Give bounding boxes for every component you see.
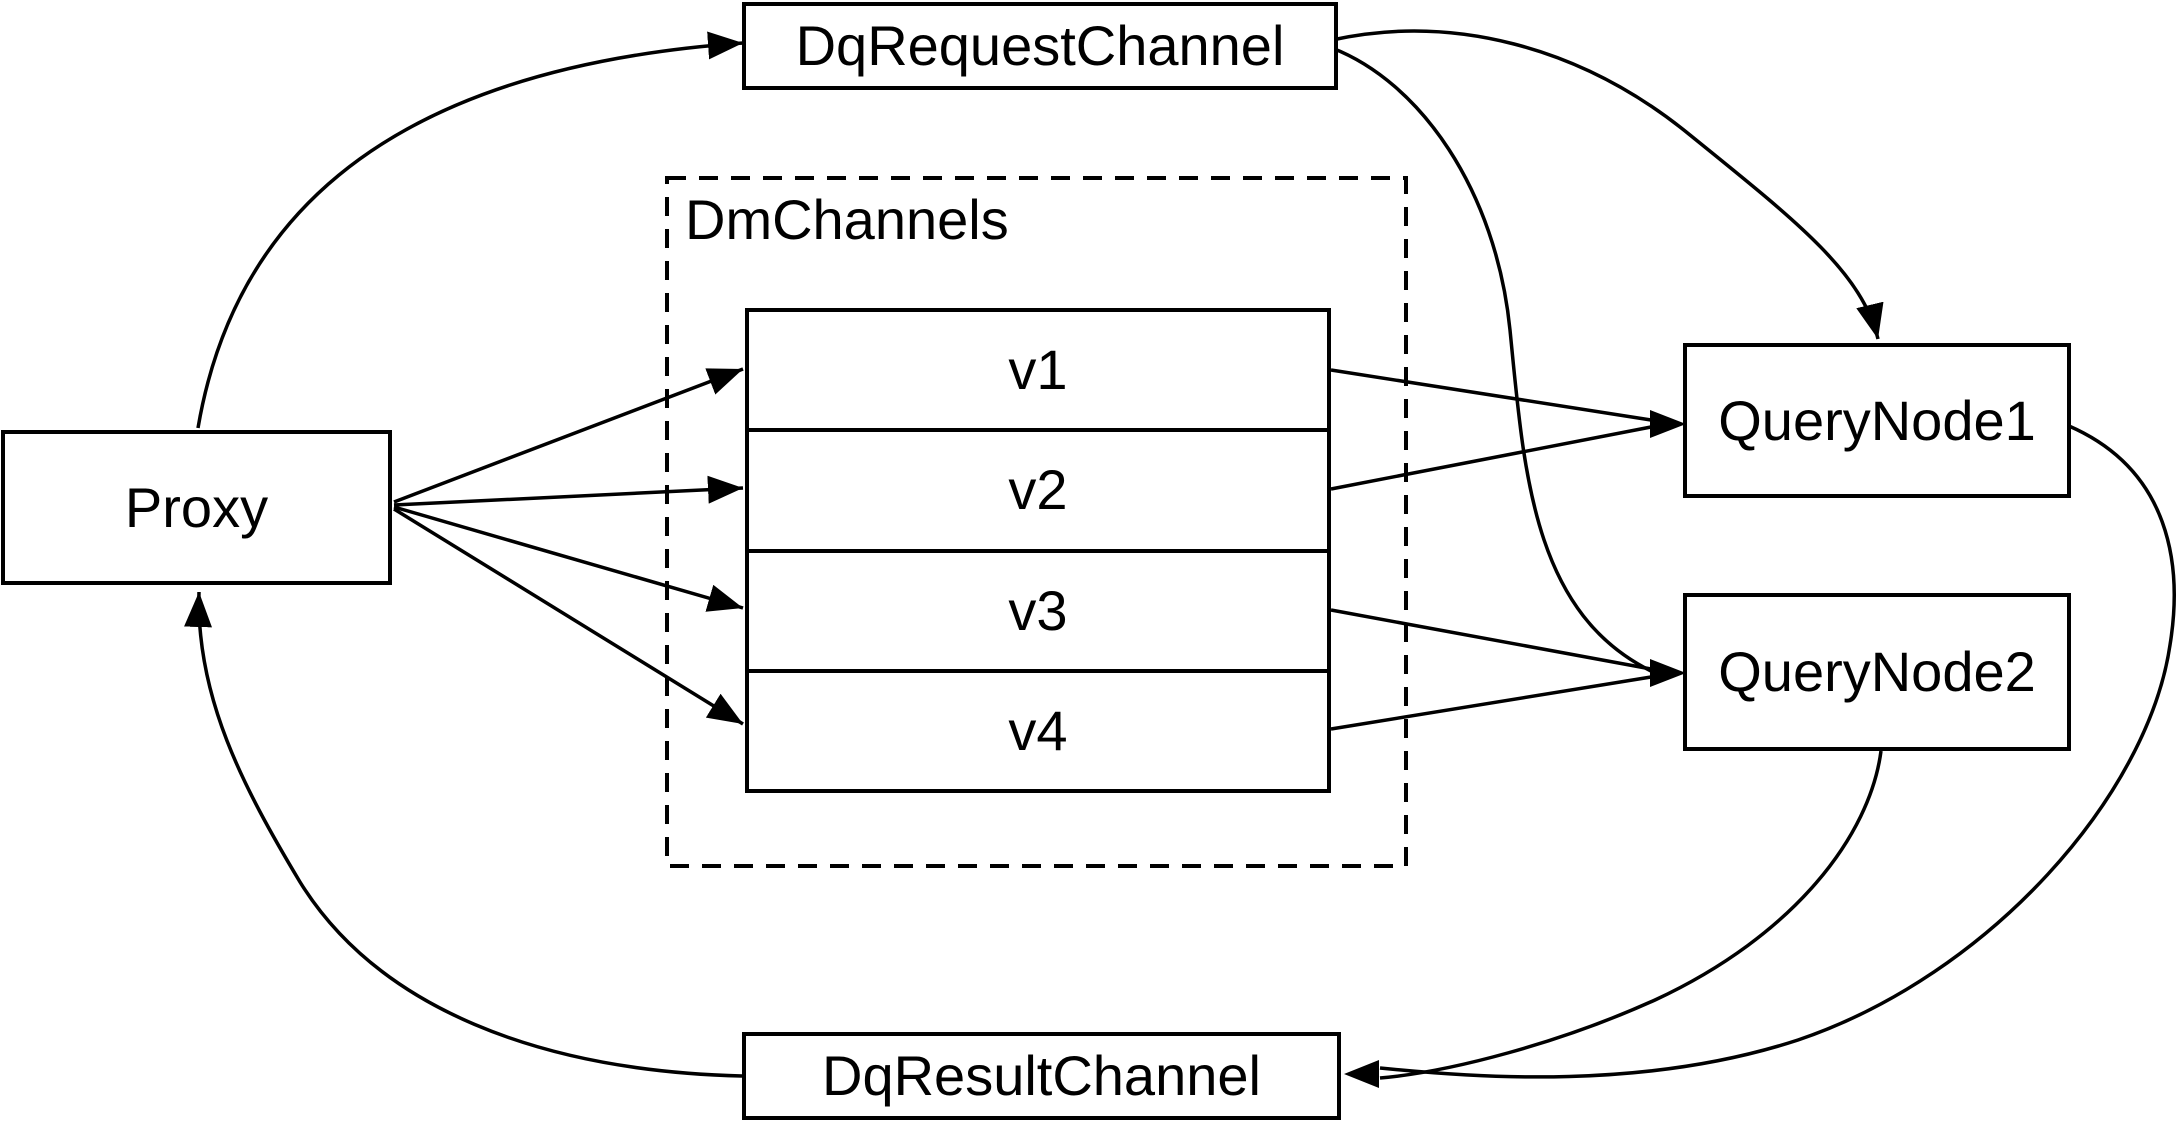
node-proxy-label: Proxy [124, 475, 269, 539]
edge-proxy-to-v2 [393, 475, 744, 507]
node-querynode1-label: QueryNode1 [1718, 388, 2036, 452]
edge-v4-to-querynode2 [1330, 675, 1652, 731]
arrowhead-into-querynode1-left [1650, 410, 1686, 438]
channel-row-v2: v2 [749, 428, 1327, 548]
dm-channels-stack: v1 v2 v3 v4 [745, 308, 1331, 793]
node-querynode1: QueryNode1 [1683, 343, 2071, 498]
arrowhead-into-querynode2-left [1650, 659, 1686, 687]
node-dqresultchannel: DqResultChannel [742, 1032, 1341, 1120]
edge-querynode1-to-dqresultchannel [1379, 424, 2176, 1079]
edge-dqrequestchannel-to-querynode2 [1331, 46, 1652, 673]
channel-row-v3: v3 [749, 548, 1327, 669]
dm-channels-dashed-border [665, 176, 1408, 868]
node-proxy: Proxy [1, 430, 392, 585]
edge-dqrequestchannel-to-querynode1 [1331, 29, 1884, 340]
edge-dqresultchannel-to-proxy [184, 591, 743, 1078]
node-dqrequestchannel-label: DqRequestChannel [795, 14, 1285, 77]
node-dqrequestchannel: DqRequestChannel [742, 2, 1338, 90]
node-dqresultchannel-label: DqResultChannel [822, 1044, 1261, 1107]
node-querynode2: QueryNode2 [1683, 593, 2071, 751]
channel-row-v1: v1 [1008, 338, 1068, 402]
dm-channels-label: DmChannels [685, 188, 1009, 251]
edge-proxy-to-dqrequestchannel [196, 31, 744, 429]
dm-channels-group: DmChannels [667, 178, 1406, 866]
edge-proxy-to-v3 [393, 505, 744, 612]
channel-row-v4: v4 [749, 668, 1327, 789]
edge-v3-to-querynode2 [1330, 608, 1652, 671]
edge-proxy-to-v1 [393, 367, 744, 504]
arrowhead-into-dqresultchannel-right [1344, 1060, 1379, 1088]
edge-proxy-to-v4 [393, 507, 744, 726]
edge-querynode2-to-dqresultchannel [1379, 750, 1883, 1080]
node-querynode2-label: QueryNode2 [1718, 640, 2036, 703]
edge-v2-to-querynode1 [1330, 425, 1652, 491]
edge-v1-to-querynode1 [1330, 368, 1652, 422]
